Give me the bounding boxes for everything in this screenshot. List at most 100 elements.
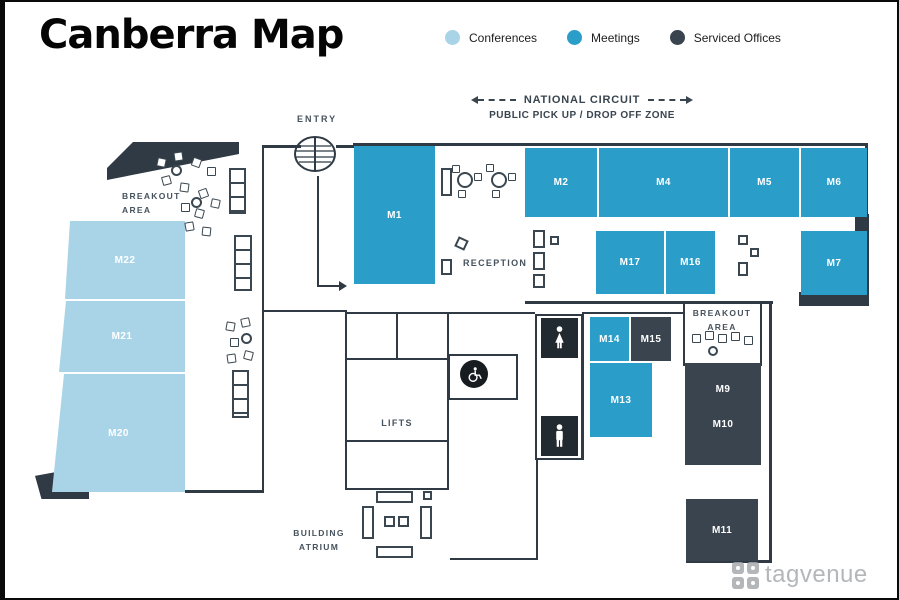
conference-color-dot-icon <box>445 30 460 45</box>
legend-item-serviced-offices: Serviced Offices <box>669 30 781 45</box>
fixture-icon <box>423 491 432 500</box>
wall <box>262 145 264 492</box>
legend-item-meetings: Meetings <box>567 30 640 45</box>
chair-icon <box>193 207 206 220</box>
street-labels: NATIONAL CIRCUIT PUBLIC PICK UP / DROP O… <box>451 94 713 121</box>
meeting-color-dot-icon <box>567 30 583 45</box>
chair-icon <box>692 334 701 343</box>
wall <box>686 560 772 563</box>
accessible-toilet-room <box>448 354 518 400</box>
chair-icon <box>184 221 195 232</box>
chair-icon <box>243 350 254 361</box>
room-m7: M7 <box>801 231 867 295</box>
fixture-icon <box>441 259 452 275</box>
chair-icon <box>225 321 236 332</box>
entry-path-line <box>317 285 339 287</box>
room-m5: M5 <box>730 148 799 217</box>
fixture-icon <box>738 262 748 276</box>
chair-icon <box>731 332 740 341</box>
room-m14: M14 <box>590 317 629 361</box>
breakout-area-right-label: BREAKOUT AREA <box>692 308 752 332</box>
national-circuit-label: NATIONAL CIRCUIT <box>523 94 641 106</box>
room-m2: M2 <box>525 148 597 217</box>
room-m6: M6 <box>801 148 867 217</box>
chair-icon <box>744 336 753 345</box>
chair-icon <box>179 182 190 193</box>
room-m1: M1 <box>354 146 435 284</box>
wall <box>582 312 683 314</box>
arrow-right-icon <box>648 96 694 104</box>
round-table-icon <box>491 172 507 188</box>
chair-icon <box>230 338 239 347</box>
fixture-icon <box>738 235 748 245</box>
table-icon <box>384 516 395 527</box>
room-m20: M20 <box>52 374 185 492</box>
shelf-icon <box>234 235 252 291</box>
revolving-door-icon <box>294 135 336 173</box>
room-m4: M4 <box>599 148 728 217</box>
chair-icon <box>474 173 482 181</box>
lifts-label: LIFTS <box>381 418 413 428</box>
wall <box>263 145 301 148</box>
wall <box>525 301 773 304</box>
chair-icon <box>718 334 727 343</box>
table-icon <box>398 516 409 527</box>
tagvenue-logo-icon <box>732 561 759 589</box>
building-atrium-label: BUILDING ATRIUM <box>293 528 345 552</box>
entry-path-arrowhead-icon <box>339 281 347 291</box>
fixture-icon <box>454 236 469 251</box>
legend-item-conferences: Conferences <box>445 30 537 45</box>
chair-icon <box>207 167 216 176</box>
pickup-zone-label: PUBLIC PICK UP / DROP OFF ZONE <box>489 110 675 121</box>
sofa-icon <box>376 546 413 558</box>
lifts-block <box>345 312 449 490</box>
chair-icon <box>181 203 190 212</box>
wall <box>448 312 535 314</box>
national-circuit-row: NATIONAL CIRCUIT <box>451 94 713 106</box>
chair-icon <box>240 317 251 328</box>
legend-label: Meetings <box>591 30 640 45</box>
legend-label: Conferences <box>469 30 538 45</box>
fixture-icon <box>533 274 545 288</box>
table-icon <box>708 346 718 356</box>
womens-toilet <box>541 318 578 358</box>
fixture-icon <box>750 248 759 257</box>
entry-label: ENTRY <box>297 114 338 124</box>
wall <box>582 312 584 460</box>
planter-icon <box>441 168 452 196</box>
fixture-icon <box>533 230 545 248</box>
chair-icon <box>486 164 494 172</box>
female-icon <box>555 326 564 349</box>
shelf-icon <box>232 370 249 418</box>
room-label-m9: M9 <box>715 384 731 395</box>
serviced-office-color-dot-icon <box>669 30 685 45</box>
chair-icon <box>226 353 237 364</box>
sofa-icon <box>376 491 413 503</box>
wall <box>185 490 264 493</box>
breakout-area-left-label: BREAKOUT AREA <box>122 191 181 215</box>
table-icon <box>241 333 252 344</box>
room-m21: M21 <box>59 301 185 372</box>
chair-icon <box>190 156 203 169</box>
page-title: Canberra Map <box>39 12 344 58</box>
chair-icon <box>492 190 500 198</box>
table-icon <box>171 165 182 176</box>
chair-icon <box>705 331 714 340</box>
room-m13: M13 <box>590 363 652 437</box>
legend: Conferences Meetings Serviced Offices <box>445 30 781 45</box>
wall <box>336 145 355 148</box>
chair-icon <box>458 190 466 198</box>
arrow-left-icon <box>470 96 516 104</box>
wall <box>396 314 398 360</box>
chair-icon <box>173 151 184 162</box>
chair-icon <box>508 173 516 181</box>
room-label-m10: M10 <box>712 419 734 430</box>
legend-label: Serviced Offices <box>693 30 781 45</box>
room-m11: M11 <box>686 499 758 561</box>
wall <box>345 440 449 442</box>
wall <box>769 304 772 560</box>
room-m17: M17 <box>596 231 664 294</box>
wall <box>353 143 868 146</box>
toilet-block <box>535 314 583 460</box>
